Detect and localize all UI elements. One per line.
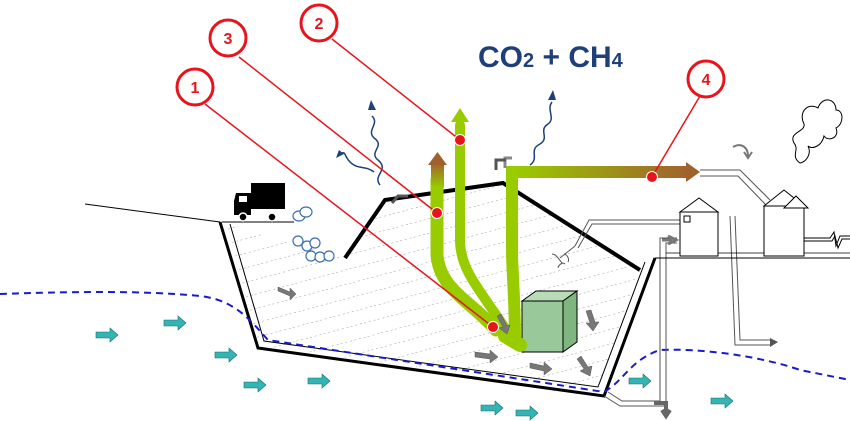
vent-pipe <box>390 194 408 204</box>
callout-2-number: 2 <box>315 16 324 33</box>
gas-label-sub1: 2 <box>523 50 534 72</box>
callout-4: 4 <box>686 59 726 99</box>
factory-icon <box>762 189 810 257</box>
callout-leaders <box>204 38 701 328</box>
pipe-hook <box>503 156 512 168</box>
power-line-icon <box>804 230 850 250</box>
gas-export-pipe <box>512 166 687 178</box>
gas-emission-arrowheads <box>336 90 556 158</box>
smoke-icon <box>792 99 843 164</box>
callout-2: 2 <box>299 3 339 43</box>
gas-label-plus: + CH <box>534 41 612 74</box>
process-arrow <box>732 144 753 160</box>
truck-icon <box>234 183 285 222</box>
groundwater-level <box>0 291 850 394</box>
callout-1-number: 1 <box>191 80 200 97</box>
sprinkler-icon <box>551 245 576 269</box>
gas-arrow-up <box>451 108 469 122</box>
ground-surface-left <box>84 203 221 223</box>
leachate-flow-arrows <box>277 286 600 377</box>
landfill-cover <box>343 180 642 272</box>
callout-1: 1 <box>175 67 215 107</box>
pipe-elbow <box>662 234 680 246</box>
waste-bundles <box>292 206 335 263</box>
callout-3-number: 3 <box>224 31 233 48</box>
groundwater-flow-arrows <box>95 315 734 421</box>
callout-3: 3 <box>208 18 248 58</box>
house-icon <box>678 197 720 257</box>
gas-export-arrow <box>686 162 700 182</box>
gas-collection-box <box>520 290 579 353</box>
callout-dots <box>431 134 658 333</box>
flare-arrow <box>428 152 447 165</box>
gas-label: CO2 + CH4 <box>478 41 624 74</box>
vent-pipe-2 <box>494 158 506 170</box>
callout-4-number: 4 <box>702 72 711 89</box>
gas-label-co: CO <box>478 41 523 74</box>
gas-emission-waves <box>339 101 553 186</box>
flare-pipe <box>431 163 444 188</box>
gas-pipes <box>430 120 566 352</box>
leachate-out-arrow <box>770 338 778 347</box>
leachate-down-hook <box>654 401 672 420</box>
gas-label-sub2: 4 <box>612 50 624 72</box>
landfill-liner <box>218 221 657 398</box>
